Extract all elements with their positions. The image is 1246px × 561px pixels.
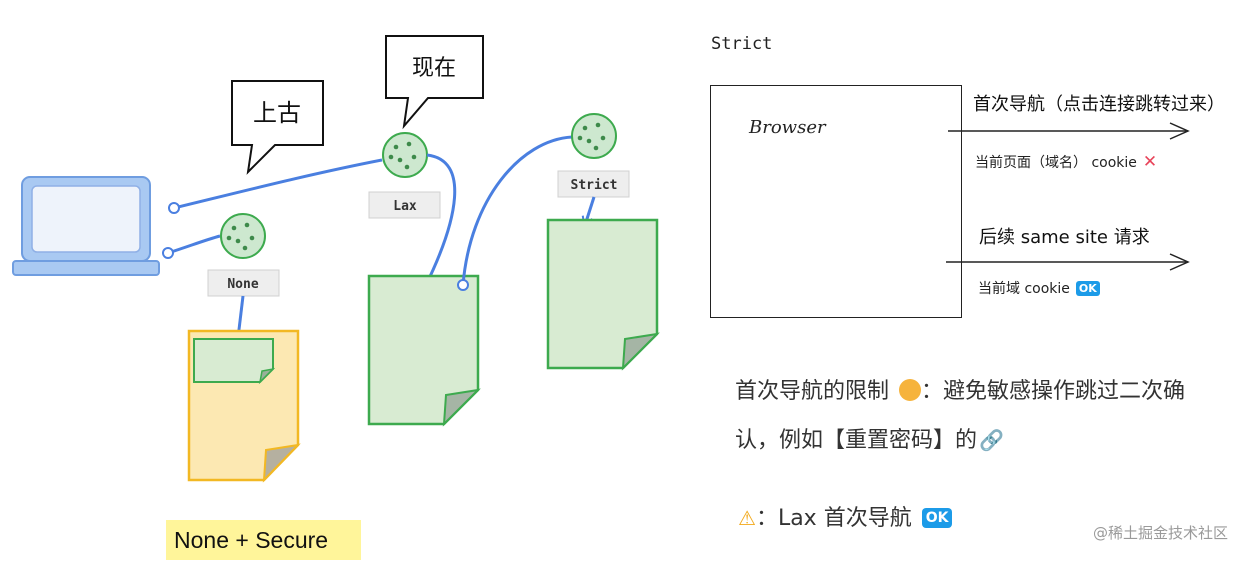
- note-title: 首次导航的限制: [735, 379, 890, 404]
- cookie-samesite-diagram: 上古 现在 None Lax: [12, 35, 660, 483]
- cookie-strict-icon: [571, 113, 617, 159]
- svg-text:Lax: Lax: [393, 199, 417, 214]
- browser-label: Browser: [749, 117, 826, 138]
- strict-explanation-panel: Strict Browser 首次导航（点击连接跳转过来） 当前页面（域名） c…: [700, 18, 1246, 328]
- arrow-lax: [425, 153, 457, 287]
- ok-icon: OK: [1075, 281, 1100, 296]
- current-domain-text: 当前域 cookie: [978, 281, 1070, 297]
- cookie-lax-icon: [382, 132, 428, 178]
- watermark: @稀土掘金技术社区: [1092, 524, 1228, 542]
- laptop-icon: [12, 176, 160, 276]
- warning-icon: ⚠: [738, 506, 756, 530]
- label-none: None: [207, 269, 280, 297]
- svg-text:Strict: Strict: [571, 178, 618, 193]
- svg-text:None: None: [227, 277, 258, 292]
- navigation-note: 首次导航的限制：避免敏感操作跳过二次确认，例如【重置密码】的🔗: [735, 368, 1215, 465]
- warning-text: ：Lax 首次导航: [755, 506, 912, 531]
- label-strict: Strict: [557, 170, 630, 198]
- ok-icon-large: OK: [921, 508, 953, 528]
- arrow-strict: [586, 196, 596, 222]
- bubble-now-text: 现在: [412, 56, 456, 81]
- bubble-ancient-text: 上古: [253, 99, 301, 127]
- yellow-page-icon: [187, 329, 301, 483]
- subsequent-request-label: 后续 same site 请求: [979, 227, 1150, 248]
- label-lax: Lax: [368, 191, 441, 219]
- link-icon: 🔗: [979, 428, 1004, 452]
- none-secure-label: None + Secure: [166, 520, 361, 560]
- cookie-none-icon: [220, 213, 266, 259]
- first-navigation-label: 首次导航（点击连接跳转过来）: [973, 94, 1225, 115]
- arrow-to-strict-cookie: [461, 135, 573, 286]
- lax-page-icon: [367, 274, 481, 427]
- browser-box: [710, 85, 962, 318]
- strict-page-icon: [546, 218, 660, 371]
- connection-line-lower: [167, 234, 221, 255]
- lax-warning-line: ⚠：Lax 首次导航 OK: [738, 500, 953, 532]
- speech-bubble-now: 现在: [385, 35, 484, 130]
- note-body: ：避免敏感操作跳过二次确认，例如【重置密码】的: [735, 379, 1186, 453]
- current-page-cookie: 当前页面（域名） cookie ✕: [975, 152, 1157, 172]
- current-page-text: 当前页面（域名） cookie: [975, 155, 1137, 171]
- strict-title: Strict: [711, 34, 773, 54]
- speech-bubble-ancient: 上古: [231, 80, 324, 175]
- panel-arrows: [946, 122, 1190, 271]
- current-domain-cookie: 当前域 cookie OK: [978, 278, 1100, 298]
- connection-line-upper: [173, 158, 383, 210]
- cross-icon: ✕: [1142, 152, 1158, 172]
- thinking-face-icon: [899, 379, 922, 401]
